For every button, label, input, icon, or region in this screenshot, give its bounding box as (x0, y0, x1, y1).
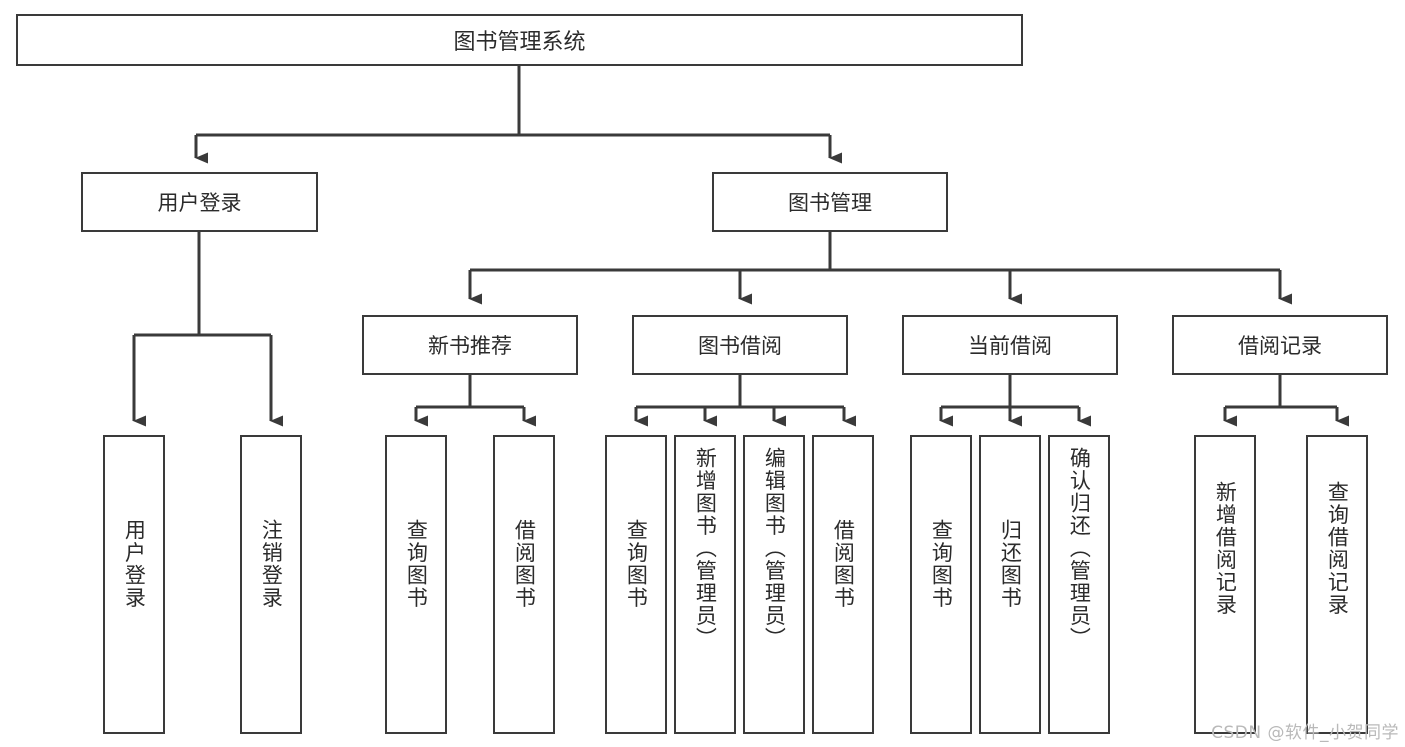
leaf-label: 查询图书 (624, 519, 649, 609)
leaf-label: 注销登录 (259, 519, 284, 609)
leaf-record-add-borrow-record[interactable]: 新增借阅记录 (1194, 435, 1256, 734)
node-label: 图书管理 (788, 191, 872, 215)
node-label: 当前借阅 (968, 334, 1052, 358)
leaf-label: 查询借阅记录 (1325, 481, 1350, 616)
leaf-label: 归还图书 (998, 519, 1023, 609)
node-label: 用户登录 (157, 191, 242, 215)
node-label: 图书借阅 (698, 334, 782, 358)
leaf-label: 查询图书 (929, 519, 954, 609)
node-label: 图书管理系统 (453, 30, 586, 55)
leaf-label: 新增借阅记录 (1213, 481, 1238, 616)
leaf-current-return-book[interactable]: 归还图书 (979, 435, 1041, 734)
leaf-label: 新增图书（管理员） (693, 447, 718, 650)
node-user-login[interactable]: 用户登录 (81, 172, 318, 232)
node-root-book-management-system[interactable]: 图书管理系统 (16, 14, 1023, 66)
leaf-user-login-logout[interactable]: 注销登录 (240, 435, 302, 734)
leaf-label: 编辑图书（管理员） (762, 447, 787, 650)
leaf-borrow-add-book-admin[interactable]: 新增图书（管理员） (674, 435, 736, 734)
leaf-current-query-book[interactable]: 查询图书 (910, 435, 972, 734)
leaf-borrow-borrow-book[interactable]: 借阅图书 (812, 435, 874, 734)
leaf-new-book-borrow-book[interactable]: 借阅图书 (493, 435, 555, 734)
node-label: 新书推荐 (428, 334, 512, 358)
watermark-text: CSDN @软件_小贺同学 (1211, 723, 1399, 743)
leaf-borrow-query-book[interactable]: 查询图书 (605, 435, 667, 734)
node-book-borrow[interactable]: 图书借阅 (632, 315, 848, 375)
node-current-borrow[interactable]: 当前借阅 (902, 315, 1118, 375)
leaf-new-book-query-book[interactable]: 查询图书 (385, 435, 447, 734)
node-book-management[interactable]: 图书管理 (712, 172, 948, 232)
leaf-user-login-login[interactable]: 用户登录 (103, 435, 165, 734)
leaf-label: 查询图书 (404, 519, 429, 609)
leaf-record-query-borrow-record[interactable]: 查询借阅记录 (1306, 435, 1368, 734)
leaf-label: 借阅图书 (831, 519, 856, 609)
node-label: 借阅记录 (1238, 334, 1322, 358)
leaf-label: 用户登录 (122, 519, 147, 609)
node-borrow-record[interactable]: 借阅记录 (1172, 315, 1388, 375)
leaf-label: 确认归还（管理员） (1067, 447, 1092, 650)
node-new-book-recommend[interactable]: 新书推荐 (362, 315, 578, 375)
leaf-label: 借阅图书 (512, 519, 537, 609)
leaf-borrow-edit-book-admin[interactable]: 编辑图书（管理员） (743, 435, 805, 734)
leaf-current-confirm-return-admin[interactable]: 确认归还（管理员） (1048, 435, 1110, 734)
